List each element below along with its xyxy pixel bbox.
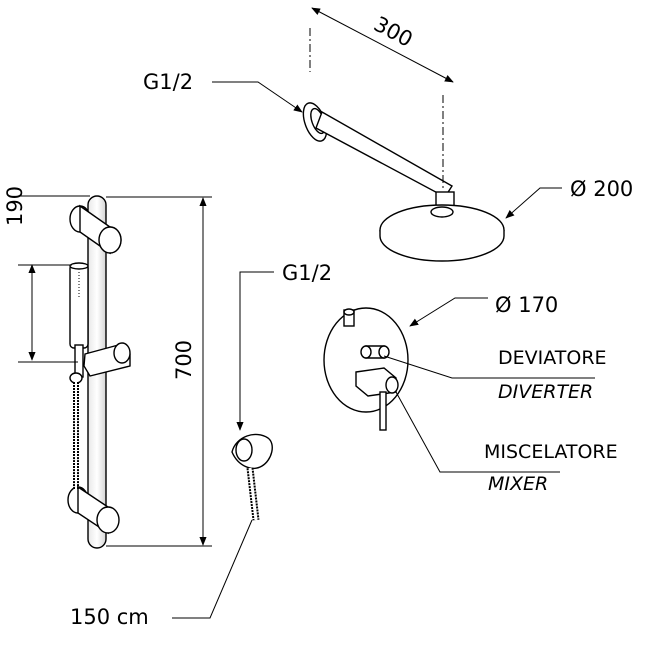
outlet-thread-callout: G1/2 bbox=[236, 261, 332, 431]
head-diameter-label: Ø 200 bbox=[570, 177, 633, 201]
overhead-shower bbox=[302, 102, 505, 262]
arm-thread-label: G1/2 bbox=[143, 70, 193, 94]
bar-height-label: 700 bbox=[172, 340, 196, 380]
arm-thread-callout: G1/2 bbox=[143, 70, 303, 113]
diverter-label-it: DEVIATORE bbox=[498, 347, 607, 369]
hose-length-callout: 150 cm bbox=[70, 519, 253, 629]
hose-length-label: 150 cm bbox=[70, 605, 149, 629]
mixer-label-it: MISCELATORE bbox=[484, 441, 618, 463]
handset-offset-dimension: 190 bbox=[3, 186, 90, 363]
head-diameter-callout: Ø 200 bbox=[505, 177, 633, 219]
mixer-callout: MISCELATORE MIXER bbox=[395, 391, 618, 495]
wall-outlet-assembly bbox=[231, 433, 273, 521]
plate-diameter-label: Ø 170 bbox=[495, 293, 558, 317]
bar-height-dimension: 700 bbox=[106, 196, 212, 547]
diverter-callout: DEVIATORE DIVERTER bbox=[383, 347, 607, 403]
handset-offset-label: 190 bbox=[3, 186, 27, 226]
outlet-thread-label: G1/2 bbox=[282, 261, 332, 285]
concealed-mixer bbox=[323, 307, 409, 431]
hand-shower bbox=[69, 263, 89, 349]
shower-arm bbox=[315, 110, 453, 198]
plate-diameter-callout: Ø 170 bbox=[409, 293, 558, 327]
slide-bar-assembly bbox=[67, 195, 131, 549]
mixer-label-en: MIXER bbox=[488, 473, 548, 495]
diverter-label-en: DIVERTER bbox=[498, 381, 593, 403]
arm-length-label: 300 bbox=[370, 12, 417, 52]
